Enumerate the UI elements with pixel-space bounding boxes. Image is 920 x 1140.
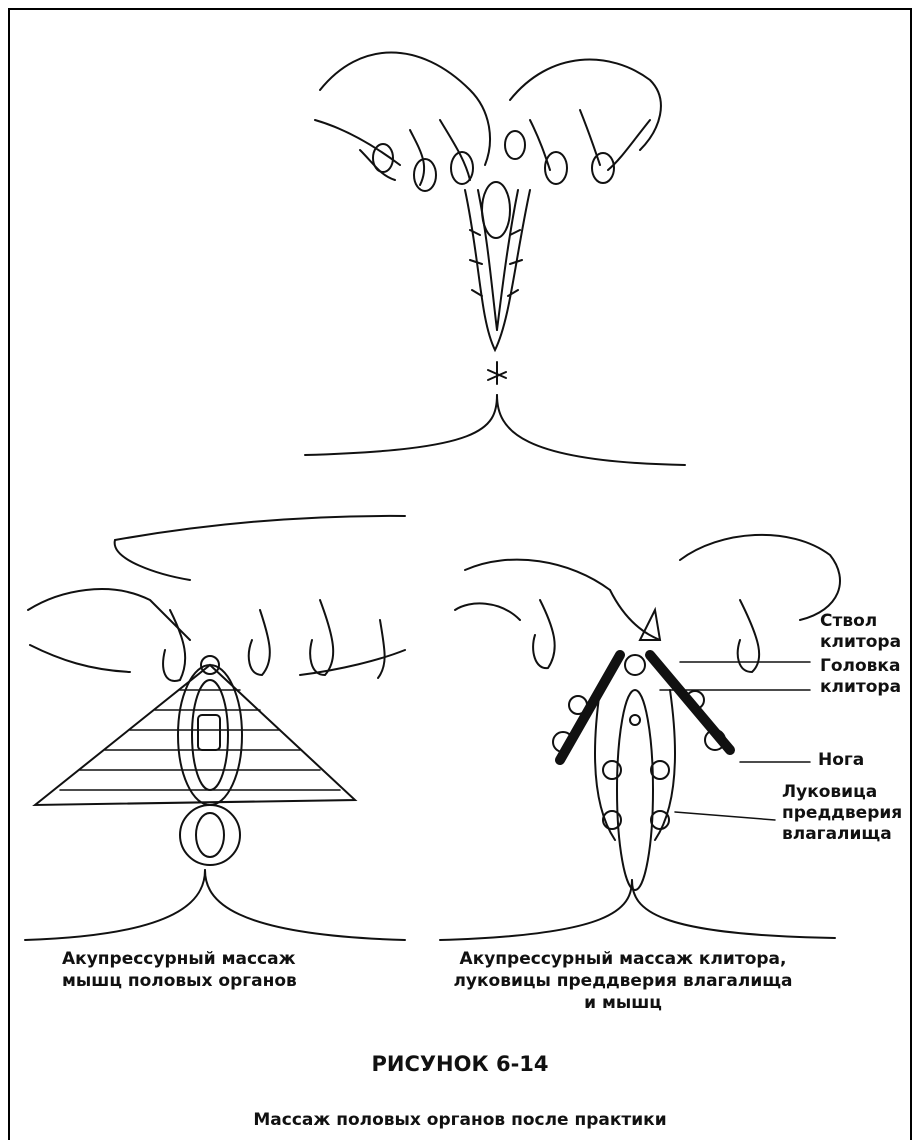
caption-right: Акупрессурный массаж клитора, луковицы п… [438,948,808,1014]
left-figure [25,516,405,940]
figure-subtitle: Массаж половых органов после практики [0,1110,920,1130]
right-figure [440,535,840,940]
label-leg: Нога [818,750,864,771]
top-figure [305,53,685,466]
label-clitoral-glans: Головка клитора [820,656,901,698]
caption-left: Акупрессурный массаж мышц половых органо… [62,948,297,992]
label-vestibular-bulb: Луковица преддверия влагалища [782,782,902,845]
figure-title: РИСУНОК 6-14 [0,1052,920,1076]
label-clitoral-shaft: Ствол клитора [820,611,901,653]
